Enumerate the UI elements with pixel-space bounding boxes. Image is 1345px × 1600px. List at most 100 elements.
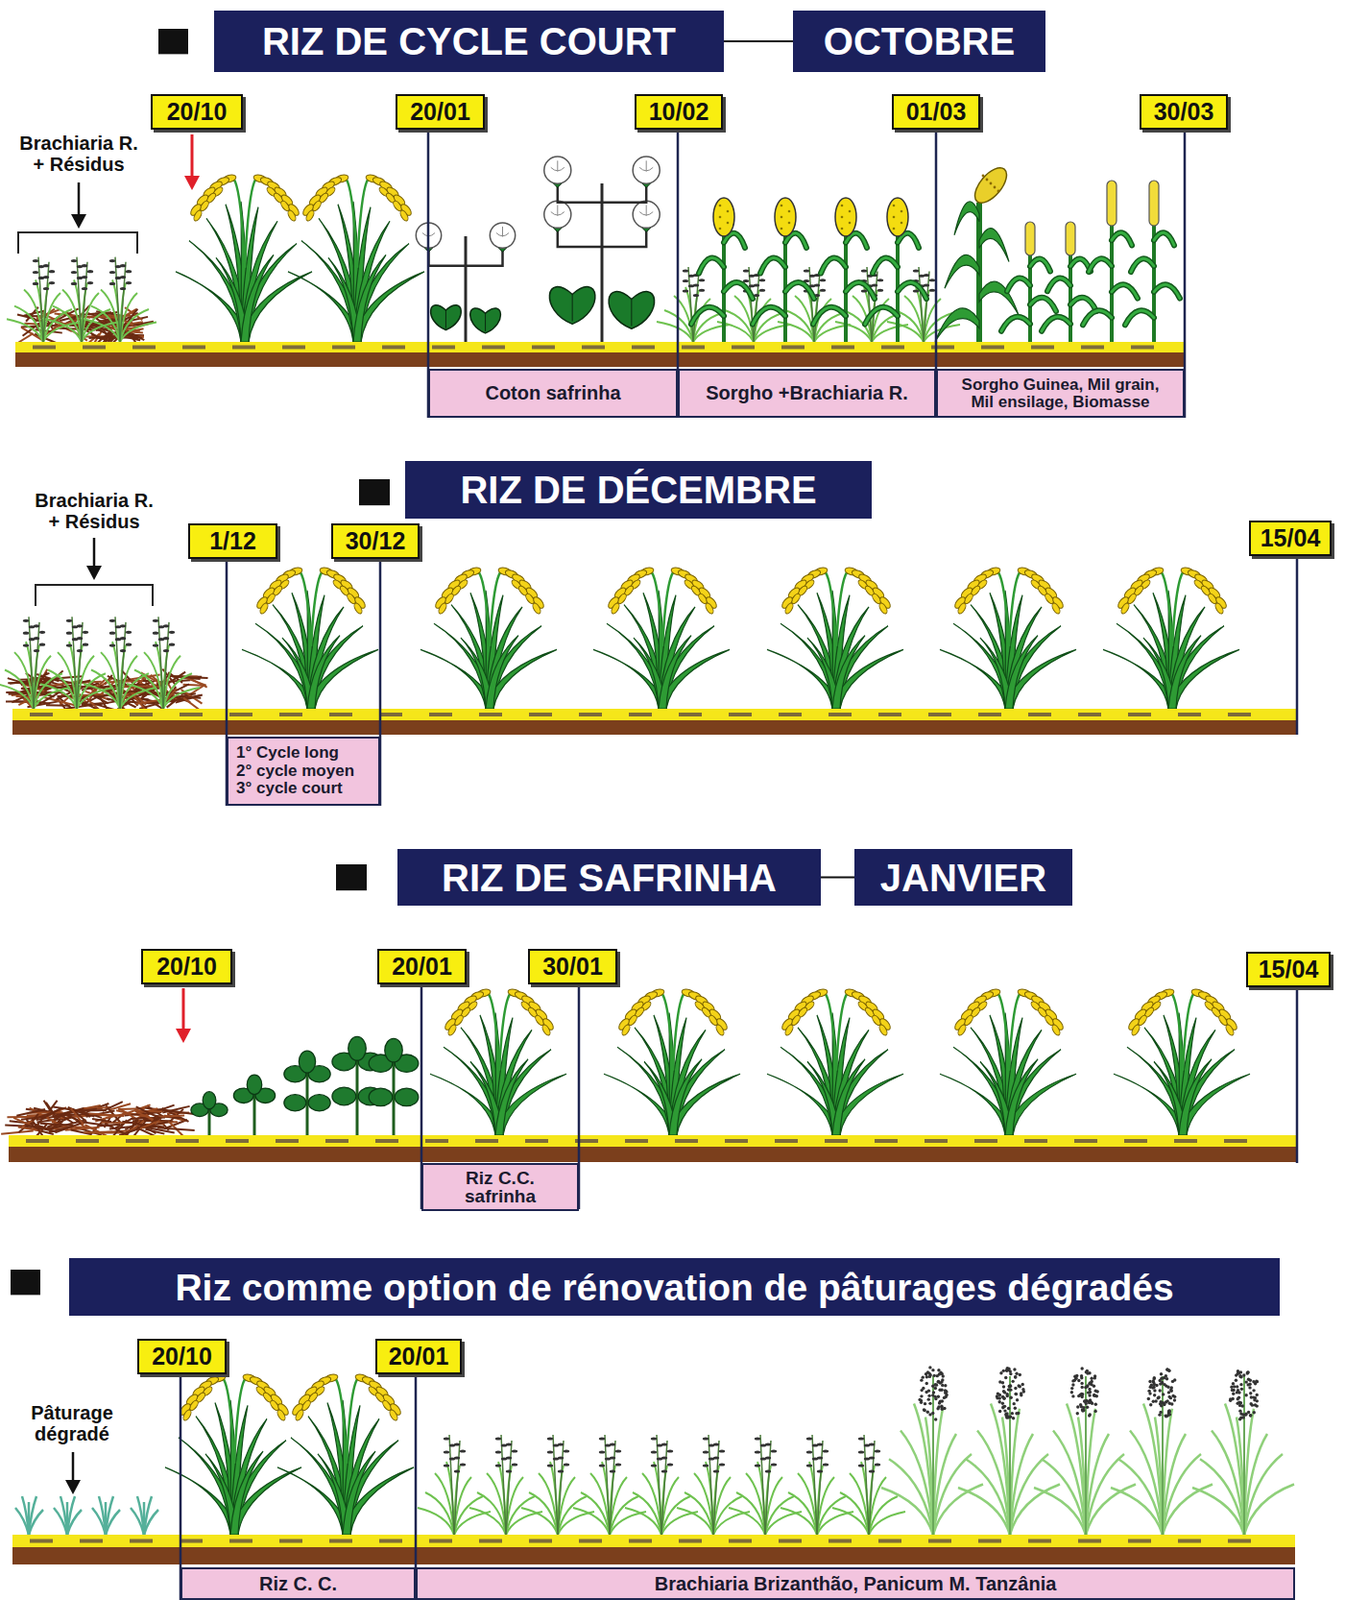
soy-leaflet [308,1094,331,1111]
seed-mark [713,1455,720,1459]
seed-mark [87,269,94,273]
rice-plant [175,173,313,342]
panicle-dot [1007,1367,1010,1370]
panicle-dot [1088,1380,1092,1384]
boll-seam [551,160,565,171]
seed-mark [87,281,94,285]
arrow-shaft [191,134,194,179]
residue-stalk [108,680,143,682]
grass-blade [888,1458,934,1535]
grass-blade [83,318,121,342]
soy-leaflet [384,1037,403,1062]
sorghum-plant [752,197,815,342]
seed-stem [812,1434,817,1535]
grass-blade [144,1509,159,1535]
leaf-outline [1153,232,1175,245]
residue-stalk [24,1124,58,1132]
leaf-outline [813,307,846,325]
grass-blade [45,318,82,342]
grass-blade [477,1491,506,1535]
seed-stem [748,266,754,342]
rice-stem [824,992,837,1071]
rice-grain [714,1023,725,1036]
soil-mark [175,1138,199,1143]
residue-stalk [31,1108,60,1120]
rice-leaf [307,635,340,709]
seed-mark [71,259,77,263]
soil-mark [581,345,605,350]
degraded-pasture-tuft [130,1495,159,1535]
panicle-dot [1094,1402,1098,1406]
seed-stem [760,1434,766,1535]
seed-stem [72,616,77,709]
seed-mark [693,283,699,287]
seed-mark [759,288,766,292]
panicle-dot [1070,1390,1074,1394]
panicle-dot [934,1417,937,1420]
soil-mark [831,345,855,350]
panicle-dot [1080,1373,1083,1377]
grass-blade [1154,1417,1163,1536]
plant-leaf [820,257,846,273]
leaf-vein [572,294,574,322]
soil-mark [774,1138,798,1143]
seed-stem [115,616,121,709]
seed-mark [168,630,175,634]
seed-mark [806,1449,813,1453]
rice-leaf [342,1440,399,1535]
panicle-dot [1071,1382,1075,1386]
rice-stem [1171,992,1183,1071]
seed-mark [819,278,826,282]
seed-stem [454,1440,460,1535]
panicle-dot [934,1386,937,1390]
brachiaria-tuft [676,1434,750,1535]
panicle-dot [1080,1394,1083,1398]
residue-stalk [96,336,120,338]
degraded-pasture-tuft [15,1495,44,1535]
seed-mark [495,1449,502,1453]
seed-mark [770,1462,777,1466]
rice-plant [288,173,425,342]
plant-leaf [1030,297,1057,312]
panicle-dot [1088,1390,1092,1394]
brachiaria-tuft [0,616,71,709]
cotton-leaf [608,291,654,330]
panicle-dot [1080,1408,1084,1412]
seed-mark [120,648,126,652]
soil-mark [479,712,503,717]
rice-grain [275,1408,287,1421]
rice-grain [877,601,889,615]
panicle-dot [926,1410,930,1414]
seed-mark [682,268,689,272]
grain-dot [900,221,904,225]
seed-mark [120,275,126,279]
grass-blade [137,1495,145,1535]
bullet-square [359,479,390,505]
cotton-branch [429,247,504,265]
grass-blade [91,670,121,709]
brachiaria-tuft [6,257,80,342]
seed-mark [858,1463,865,1466]
seed-mark [765,1455,771,1459]
seed-mark [615,1448,622,1452]
panicle-dot [1084,1369,1088,1373]
seed-mark [459,1448,466,1452]
panicle-dot [1018,1372,1022,1376]
soy-leaflet [202,1091,217,1109]
seed-mark [33,648,40,652]
panicle-dot [943,1388,947,1392]
degraded-pasture-tuft [92,1495,121,1535]
soil-mark [325,1138,349,1143]
grass-blade [661,1511,698,1535]
grass-blade [163,687,200,709]
seed-stem [708,1434,714,1535]
seed-mark [702,1463,709,1466]
brachiaria-tuft [126,616,200,709]
soil-mark [1128,712,1152,717]
panicle-dot [1002,1369,1006,1372]
grass-blade [105,1509,121,1535]
soil-mark [1224,1138,1248,1143]
leaf-outline [1111,284,1138,298]
soil-mark [481,345,505,350]
rice-plant [767,987,904,1135]
